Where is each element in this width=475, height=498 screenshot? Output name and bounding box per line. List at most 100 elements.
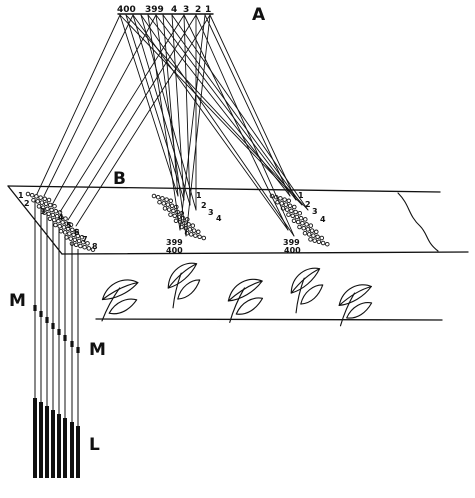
right-num-399: 399 [283, 238, 300, 247]
hole [78, 243, 83, 249]
hole [50, 212, 56, 218]
hole [157, 199, 162, 205]
mid-num-3: 3 [208, 208, 214, 217]
hole [180, 215, 186, 221]
hole [48, 202, 53, 208]
board-front-edge [61, 251, 469, 255]
hole [38, 195, 43, 200]
hole [174, 204, 179, 210]
hole [49, 207, 54, 213]
lingo-weight [57, 414, 61, 478]
hole [287, 203, 293, 209]
left-hole-numbers: 1 2 3 4 5 6 7 8 [18, 191, 98, 251]
hole [179, 224, 184, 230]
hole [53, 208, 59, 214]
hole [25, 191, 31, 197]
hole [46, 197, 52, 203]
hole [45, 206, 50, 212]
hole [289, 208, 294, 214]
fabric-bottom-edge [95, 318, 443, 321]
hole [182, 220, 187, 226]
harness-cord [67, 14, 197, 221]
hole [63, 216, 68, 221]
hole [64, 221, 70, 226]
leaf-stem [101, 287, 121, 322]
hole [162, 206, 168, 211]
label-a: A [252, 5, 266, 25]
left-num-2: 2 [24, 199, 30, 208]
hole [315, 234, 320, 240]
leaf-sprig [227, 278, 264, 323]
bar-number-400: 400 [117, 5, 136, 15]
leaf-pattern [101, 262, 373, 327]
hole [275, 199, 280, 205]
hole [29, 192, 35, 198]
mid-num-4: 4 [216, 214, 222, 223]
harness-cord [147, 14, 291, 197]
leaf-blade [108, 298, 138, 315]
hole [295, 219, 301, 225]
leaf-blade [235, 297, 264, 315]
leaf-sprig [338, 284, 373, 327]
hole [53, 222, 58, 228]
hole [75, 233, 81, 239]
right-num-3: 3 [312, 207, 318, 216]
hole [57, 223, 62, 229]
hole [300, 220, 305, 226]
right-num-2: 2 [305, 200, 311, 209]
hole [309, 228, 315, 233]
hole [292, 204, 297, 210]
hole [269, 193, 275, 199]
harness-cord [179, 14, 206, 231]
hole [161, 201, 166, 206]
hole [54, 213, 60, 219]
hole [303, 217, 308, 222]
hole [68, 236, 73, 241]
hole [280, 206, 286, 211]
hole [79, 234, 85, 240]
hole [51, 217, 57, 223]
harness-cord [171, 14, 185, 201]
hole [68, 222, 74, 228]
hole [42, 196, 48, 202]
leaf-stem [295, 277, 305, 314]
hole [312, 238, 317, 243]
harness-cords [36, 14, 309, 237]
hole [290, 213, 295, 219]
hole [325, 241, 330, 247]
harness-cord [36, 14, 121, 195]
mid-num-1: 1 [196, 191, 202, 200]
left-num-5: 5 [66, 221, 72, 230]
hole [56, 218, 61, 224]
hole [201, 235, 207, 241]
hole [81, 239, 86, 245]
label-l: L [89, 435, 100, 455]
hole [176, 214, 182, 220]
leaf-vein [167, 263, 198, 289]
hole [302, 230, 308, 236]
hole [90, 247, 96, 252]
hole [164, 197, 169, 202]
hole [73, 242, 79, 248]
hole [65, 226, 71, 231]
hole [173, 218, 179, 224]
hole [82, 244, 87, 250]
leaf-stem [229, 287, 246, 323]
hole [74, 228, 79, 234]
bar-number-4: 4 [171, 5, 177, 15]
mid-num-2: 2 [201, 201, 207, 210]
mid-hole-numbers: 1 2 3 4 399 400 [166, 191, 222, 255]
leaf-blade [177, 279, 201, 300]
mid-num-400: 400 [166, 246, 183, 255]
board-break-line [397, 192, 439, 252]
hole [286, 212, 291, 217]
right-num-400: 400 [284, 246, 301, 255]
label-b: B [113, 169, 126, 189]
cord-knot [70, 341, 74, 347]
hole [168, 198, 174, 204]
harness-cord [185, 14, 211, 237]
label-m-upper: M [9, 291, 26, 311]
left-num-1: 1 [18, 191, 24, 200]
hole [186, 222, 191, 227]
hole [61, 225, 67, 230]
